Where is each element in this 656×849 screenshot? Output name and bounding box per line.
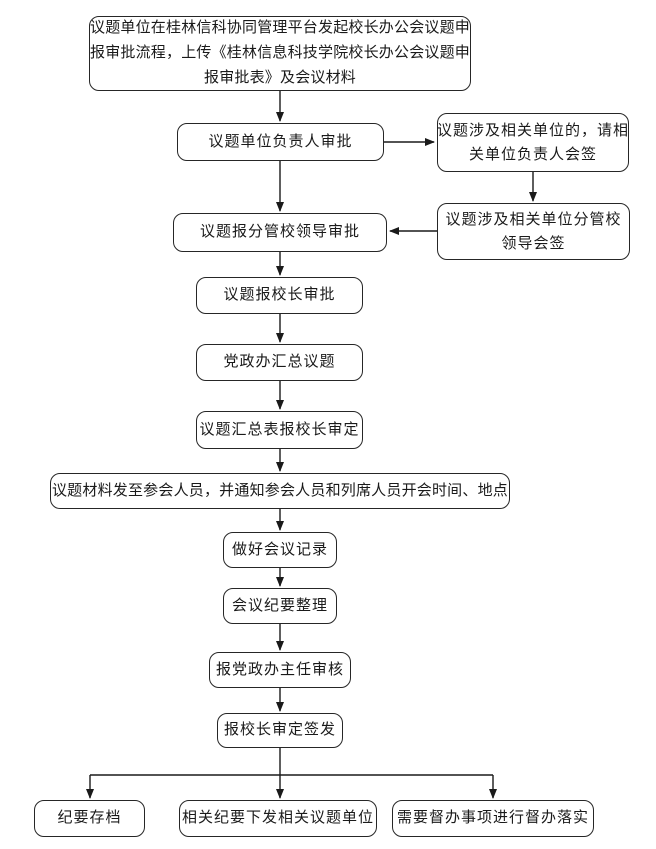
node-start-initiate-process: 议题单位在桂林信科协同管理平台发起校长办公会议题申 报审批流程，上传《桂林信息科… [89, 16, 471, 91]
node-summary-president-confirm: 议题汇总表报校长审定 [196, 411, 363, 449]
node-office-collects-topics: 党政办汇总议题 [196, 344, 363, 381]
node-distribute-materials: 议题材料发至参会人员，并通知参会人员和列席人员开会时间、地点 [50, 473, 510, 509]
node-office-director-review: 报党政办主任审核 [209, 652, 351, 688]
node-president-approval: 议题报校长审批 [196, 277, 363, 314]
node-minutes-editing: 会议纪要整理 [223, 588, 337, 624]
node-supervision-followup: 需要督办事项进行督办落实 [392, 800, 594, 837]
node-vice-president-approval: 议题报分管校领导审批 [173, 213, 387, 252]
arrow-lines [86, 91, 537, 799]
node-meeting-record: 做好会议记录 [223, 532, 337, 568]
node-president-sign-off: 报校长审定签发 [217, 713, 343, 748]
node-related-unit-countersign: 议题涉及相关单位的，请相 关单位负责人会签 [437, 113, 629, 172]
node-archive-minutes: 纪要存档 [34, 800, 145, 837]
node-issue-minutes: 相关纪要下发相关议题单位 [179, 800, 377, 837]
node-unit-leader-approval: 议题单位负责人审批 [177, 123, 384, 161]
node-related-vp-countersign: 议题涉及相关单位分管校 领导会签 [437, 203, 630, 260]
